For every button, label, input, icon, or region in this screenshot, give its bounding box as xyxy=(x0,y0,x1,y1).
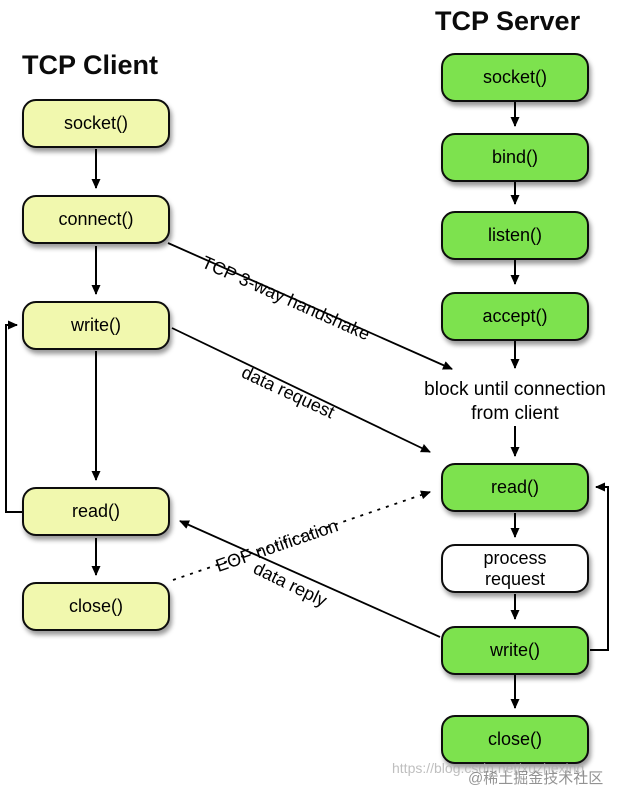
client-close-box: close() xyxy=(22,582,170,631)
server-title: TCP Server xyxy=(435,6,581,36)
arrow-eof-notification xyxy=(172,490,431,581)
arrow-data-reply xyxy=(179,520,441,638)
arrow-data-request xyxy=(171,327,431,453)
watermark-url: https://blog.csdn.net/xuzhexing xyxy=(392,760,585,776)
server-socket-box: socket() xyxy=(441,53,589,102)
watermark-community: @稀土掘金技术社区 xyxy=(468,770,604,787)
arrow-tcp-handshake xyxy=(167,242,453,370)
arrow-client-read-loop-write xyxy=(5,320,24,513)
client-socket-box: socket() xyxy=(22,99,170,148)
client-title: TCP Client xyxy=(22,50,159,80)
server-bind-box: bind() xyxy=(441,133,589,182)
server-close-box: close() xyxy=(441,715,589,764)
server-listen-box: listen() xyxy=(441,211,589,260)
server-read-box: read() xyxy=(441,463,589,512)
server-write-box: write() xyxy=(441,626,589,675)
arrow-server-write-loop-read xyxy=(590,482,609,651)
client-write-box: write() xyxy=(22,301,170,350)
client-connect-box: connect() xyxy=(22,195,170,244)
server-process-request-box: process request xyxy=(441,544,589,593)
block-until-connection-note: block until connection from client xyxy=(424,379,606,424)
server-accept-box: accept() xyxy=(441,292,589,341)
client-read-box: read() xyxy=(22,487,170,536)
